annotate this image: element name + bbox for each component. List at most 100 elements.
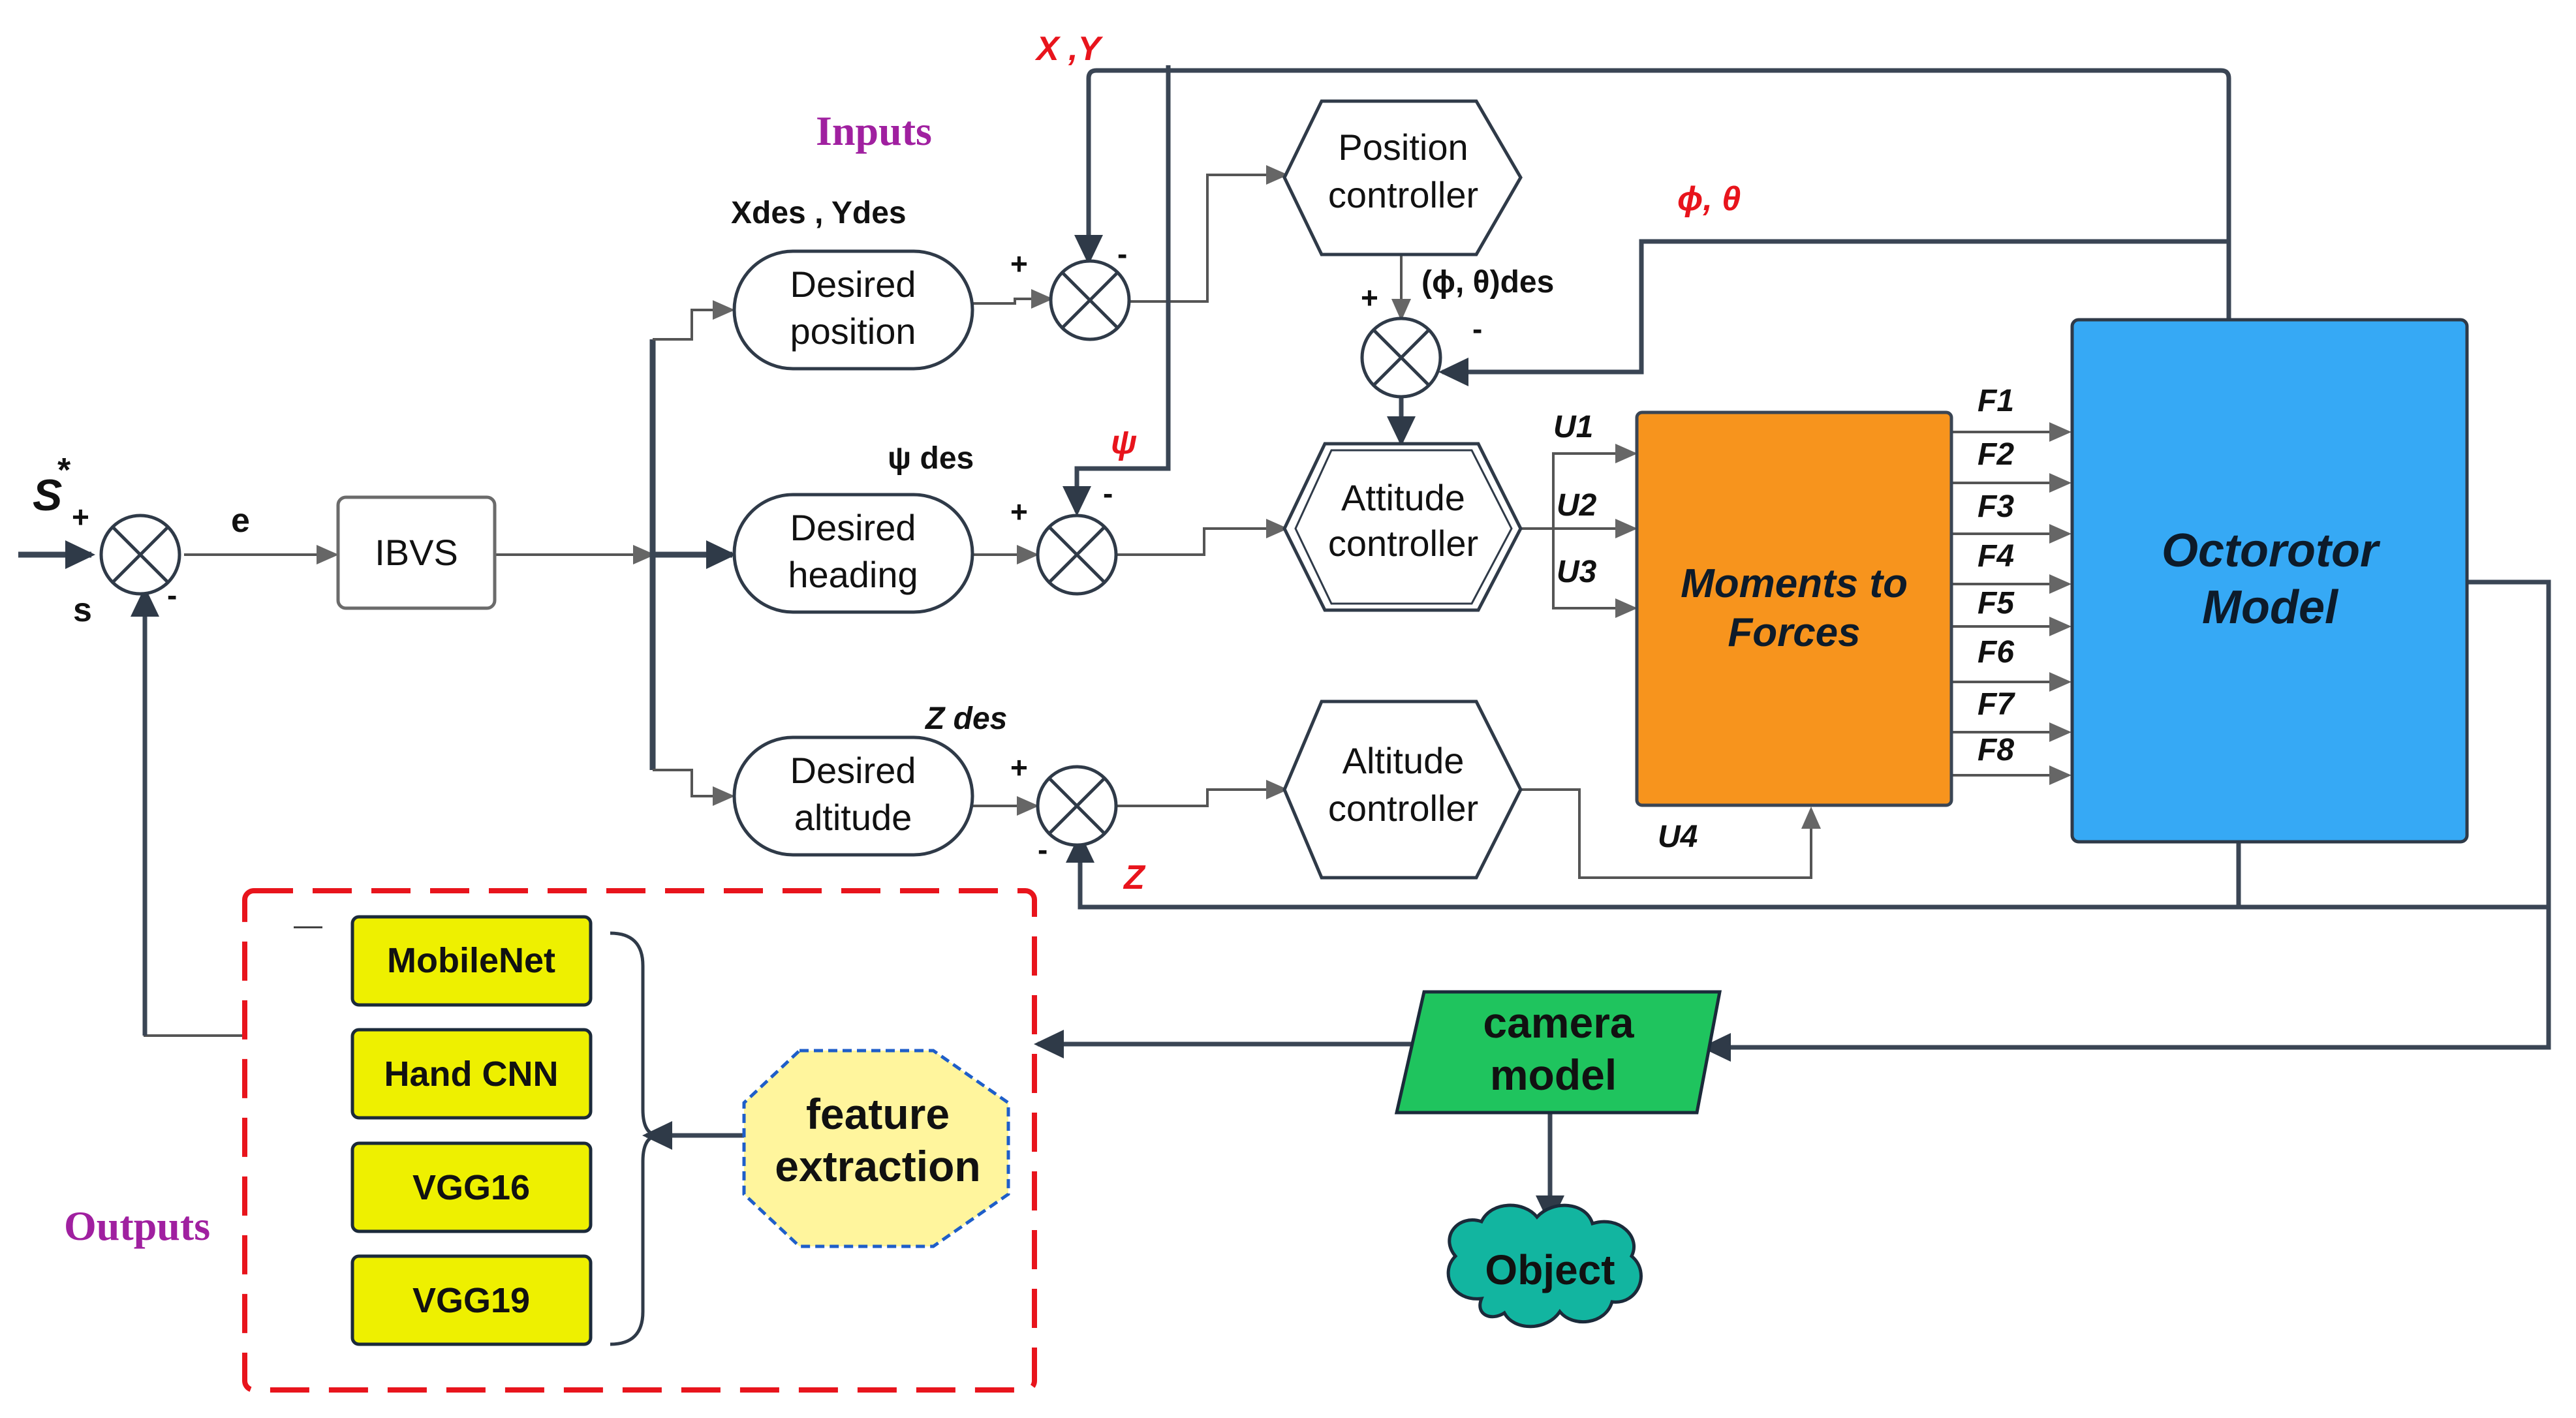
sum-junction-attitude bbox=[1360, 316, 1442, 399]
networks-brace bbox=[610, 931, 660, 1346]
network-box-hand-cnn bbox=[350, 1028, 593, 1120]
sum-junction-error bbox=[99, 514, 181, 596]
s-label: s bbox=[73, 591, 92, 629]
desired-altitude-line2: altitude bbox=[794, 797, 912, 838]
position-controller-line2: controller bbox=[1328, 174, 1478, 215]
sum-junction-altitude bbox=[1036, 765, 1118, 847]
sum0-plus: + bbox=[72, 500, 89, 534]
z-des-label: Z des bbox=[924, 701, 1007, 736]
network-label-vgg19: VGG19 bbox=[412, 1281, 530, 1320]
phi-theta-feedback bbox=[1438, 239, 2229, 386]
feature-extraction-line2: extraction bbox=[775, 1142, 980, 1190]
desired-heading-line1: Desired bbox=[790, 507, 916, 548]
outputs-label: Outputs bbox=[64, 1203, 210, 1249]
force-label-4: F4 bbox=[1978, 539, 2014, 574]
u4-label: U4 bbox=[1658, 820, 1698, 854]
network-box-mobilenet bbox=[350, 915, 593, 1007]
force-label-1: F1 bbox=[1978, 384, 2014, 418]
z-feedback bbox=[1066, 833, 2549, 910]
u3-arrow bbox=[1552, 529, 1637, 618]
attitude-controller-inner-outline bbox=[1294, 449, 1513, 605]
sum2-plus: + bbox=[1010, 495, 1028, 529]
attitude-controller-line2: controller bbox=[1328, 523, 1478, 564]
octorotor-to-camera bbox=[1701, 579, 2551, 1062]
sum4-plus: + bbox=[1361, 281, 1378, 315]
force-label-2: F2 bbox=[1978, 437, 2014, 472]
altitude-controller-line1: Altitude bbox=[1342, 740, 1465, 781]
altitude-controller-block bbox=[1282, 700, 1523, 880]
sum-junction-position bbox=[1049, 259, 1131, 341]
force-label-6: F6 bbox=[1978, 635, 2014, 670]
force-label-7: F7 bbox=[1978, 687, 2015, 722]
sum-junction-heading bbox=[1036, 514, 1118, 596]
to-altitude-controller-arrow bbox=[1117, 780, 1288, 807]
dash-mark: — bbox=[294, 909, 322, 941]
moments-to-forces-line1: Moments to bbox=[1681, 561, 1908, 606]
u3-label: U3 bbox=[1557, 555, 1597, 589]
octorotor-model-line1: Octorotor bbox=[2162, 525, 2381, 577]
object-label: Object bbox=[1485, 1246, 1615, 1293]
moments-to-forces-line2: Forces bbox=[1728, 610, 1860, 655]
desired-position-arrow bbox=[972, 289, 1053, 309]
sum2-minus: - bbox=[1103, 476, 1113, 510]
force-label-5: F5 bbox=[1978, 586, 2015, 621]
xy-label: X ,Y bbox=[1034, 30, 1104, 68]
network-box-vgg19 bbox=[350, 1254, 593, 1346]
to-altitude-arrow bbox=[653, 769, 735, 806]
sum3-minus: - bbox=[1038, 833, 1047, 867]
desired-position-line1: Desired bbox=[790, 264, 916, 305]
star-label: * bbox=[57, 452, 71, 489]
xy-feedback bbox=[1074, 68, 2231, 320]
force-arrows bbox=[1951, 422, 2072, 785]
altitude-controller-line2: controller bbox=[1328, 788, 1478, 829]
u4-arrow bbox=[1521, 788, 1821, 879]
ibvs-label: IBVS bbox=[375, 532, 458, 573]
inputs-label: Inputs bbox=[816, 108, 932, 154]
network-label-vgg16: VGG16 bbox=[412, 1168, 530, 1207]
e-label: e bbox=[231, 502, 250, 540]
camera-model-block bbox=[1394, 990, 1722, 1115]
z-label: Z bbox=[1123, 859, 1146, 897]
sum0-minus: - bbox=[167, 578, 177, 612]
psi-des-label: ψ des bbox=[888, 441, 974, 476]
moments-to-forces-block bbox=[1635, 410, 1953, 807]
phi-theta-label: ϕ, θ bbox=[1677, 180, 1741, 218]
phi-theta-des-label: (ϕ, θ)des bbox=[1421, 265, 1554, 300]
position-controller-block bbox=[1282, 99, 1523, 256]
to-position-arrow bbox=[653, 300, 735, 341]
desired-heading-line2: heading bbox=[788, 554, 918, 595]
desired-altitude-block bbox=[732, 735, 974, 857]
xdes-ydes-label: Xdes , Ydes bbox=[731, 196, 907, 230]
sum4-minus: - bbox=[1472, 312, 1482, 346]
object-cloud bbox=[1446, 1203, 1643, 1329]
desired-position-block bbox=[732, 249, 974, 371]
force-label-8: F8 bbox=[1978, 733, 2014, 767]
feature-extraction-block bbox=[742, 1049, 1010, 1248]
network-label-mobilenet: MobileNet bbox=[387, 941, 555, 980]
attitude-controller-block bbox=[1282, 442, 1523, 612]
network-box-vgg16 bbox=[350, 1141, 593, 1233]
octorotor-model-line2: Model bbox=[2202, 581, 2339, 634]
desired-position-line2: position bbox=[790, 311, 916, 352]
outputs-feedback-line bbox=[144, 623, 245, 1037]
ibvs-block bbox=[336, 495, 497, 610]
camera-model-line2: model bbox=[1490, 1051, 1617, 1099]
s-star-label: S bbox=[33, 470, 62, 520]
outputs-frame bbox=[242, 888, 1037, 1393]
to-position-controller-arrow bbox=[1129, 165, 1288, 303]
psi-label: ψ bbox=[1111, 424, 1137, 461]
sum3-plus: + bbox=[1010, 750, 1028, 784]
u1-label: U1 bbox=[1553, 410, 1593, 444]
desired-heading-block bbox=[732, 493, 974, 614]
desired-altitude-line1: Desired bbox=[790, 750, 916, 791]
to-attitude-controller-arrow bbox=[1117, 519, 1288, 556]
feature-extraction-line1: feature bbox=[806, 1090, 950, 1138]
octorotor-model-block bbox=[2070, 318, 2469, 844]
camera-model-line1: camera bbox=[1483, 998, 1634, 1047]
attitude-controller-line1: Attitude bbox=[1341, 477, 1465, 518]
position-controller-line1: Position bbox=[1338, 127, 1468, 168]
u2-label: U2 bbox=[1557, 488, 1597, 523]
psi-feedback bbox=[1063, 65, 1171, 516]
network-label-hand-cnn: Hand CNN bbox=[384, 1055, 559, 1094]
